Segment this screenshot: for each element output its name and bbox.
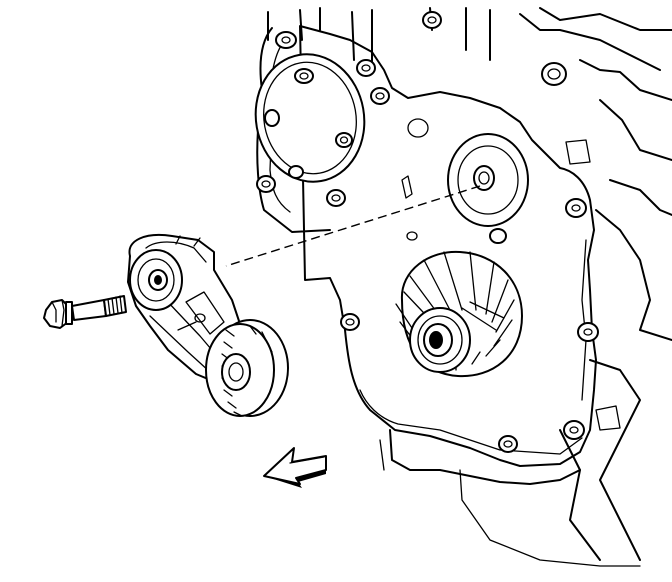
cover-bolt xyxy=(577,322,599,342)
cover-bolt xyxy=(275,31,297,49)
direction-arrow-icon xyxy=(263,447,327,488)
cover-bolt xyxy=(370,87,390,105)
crankshaft-seal-hub xyxy=(395,250,523,378)
cover-bolt xyxy=(422,11,442,29)
cover-bolt xyxy=(294,68,314,84)
alignment-line xyxy=(225,185,481,267)
cover-bolt xyxy=(541,62,567,86)
cover-bolt xyxy=(498,435,518,453)
belt-tensioner-assembly xyxy=(127,234,289,417)
tensioner-bolt xyxy=(43,295,127,329)
engine-front-cover xyxy=(254,7,672,567)
cover-bolt xyxy=(326,189,346,207)
cover-bolt xyxy=(340,313,360,331)
cover-bolt xyxy=(563,420,585,440)
tensioner-pulley xyxy=(205,319,289,417)
tensioner-mounting-boss xyxy=(447,133,529,227)
cover-bolt xyxy=(489,228,507,244)
cover-bolt xyxy=(565,198,587,218)
cover-bolt xyxy=(288,165,304,179)
cover-bolt xyxy=(356,59,376,77)
cover-bolt xyxy=(256,175,276,193)
cover-bolt xyxy=(264,109,280,127)
cover-bolt xyxy=(335,132,353,148)
